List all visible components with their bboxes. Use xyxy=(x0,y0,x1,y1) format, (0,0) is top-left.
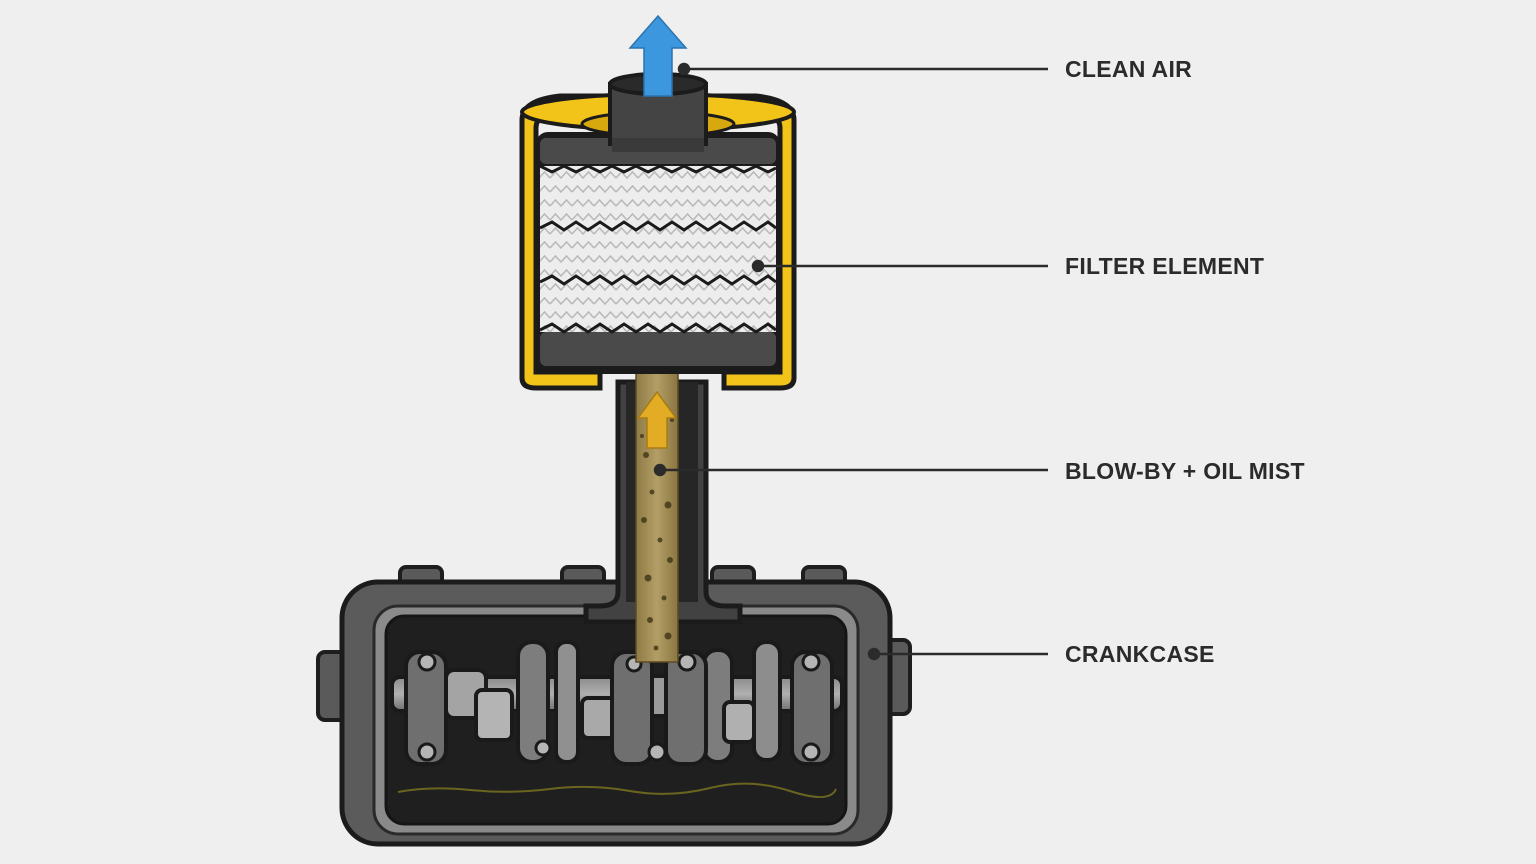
crankshaft xyxy=(390,640,844,766)
breather-tube xyxy=(583,361,743,663)
leader-lines xyxy=(653,62,1048,661)
label-clean-air: CLEAN AIR xyxy=(1065,56,1193,82)
blow-by-flow-arrow xyxy=(636,390,678,449)
label-crankcase: CRANKCASE xyxy=(1065,641,1215,667)
filter-housing xyxy=(519,14,797,391)
filter-media xyxy=(539,164,777,334)
label-blow-by-oil-mist: BLOW-BY + OIL MIST xyxy=(1065,458,1305,484)
leader-dot-clean-air xyxy=(677,62,691,76)
leader-dot-crankcase xyxy=(867,647,881,661)
clean-air-flow-arrow xyxy=(628,14,688,97)
leader-dot-filter-element xyxy=(751,259,765,273)
leader-dot-blow-by xyxy=(653,463,667,477)
filter-bottom-end-cap xyxy=(536,328,780,370)
oil-level-line xyxy=(397,782,837,798)
label-filter-element: FILTER ELEMENT xyxy=(1065,253,1265,279)
